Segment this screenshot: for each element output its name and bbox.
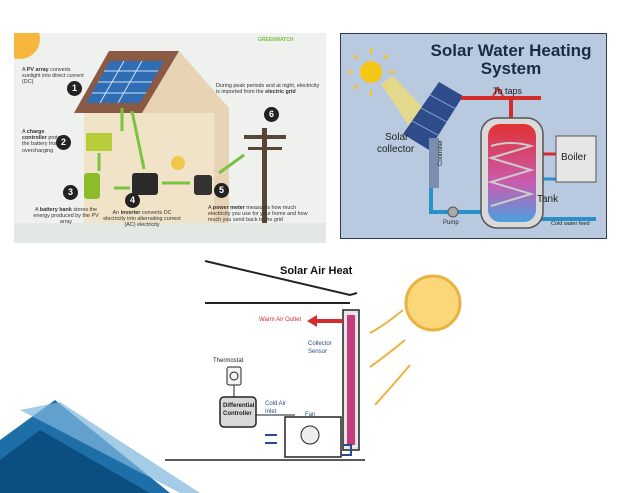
fan-label: Fan [305,412,316,418]
controller-label: Controller [438,139,444,166]
pump-icon [447,206,459,218]
pump-label: Pump [443,220,459,226]
controller-icon [429,138,439,188]
boiler-label: Boiler [561,152,587,163]
step-3-badge: 3 [63,185,78,200]
step-5-text: A power meter measures how much electric… [208,205,308,224]
differential-label: Differential [223,403,255,409]
step-4-text: An inverter converts DC electricity into… [103,210,181,229]
solar-collector-icon [403,82,463,150]
tank-icon [488,124,536,222]
power-meter-icon [194,175,212,195]
collector-label: Collector [308,341,332,347]
sun-icon [14,33,40,59]
duct [284,416,342,458]
light-bulb-icon [171,156,185,170]
heating-coil [487,142,535,207]
sun-icon [360,61,382,83]
fan-icon [300,425,320,445]
charge-controller-icon [86,133,112,151]
step-6-text: During peak periods and at night, electr… [216,83,320,96]
differential-controller-icon [219,396,257,428]
pv-illustration [14,33,326,243]
utility-pole-icon [262,128,267,228]
sensor-label: Sensor [308,349,328,355]
step-1-badge: 1 [67,81,82,96]
step-5-badge: 5 [214,183,229,198]
step-1-text: A PV array converts sunlight into direct… [22,67,84,86]
sah-illustration [165,260,462,461]
roof-line [204,260,358,297]
inverter-icon [132,173,158,195]
step-6-badge: 6 [264,107,279,122]
collector-sensor-icon [347,315,355,445]
swh-illustration [347,48,597,229]
pv-system-diagram: GREENMATCH A PV array converts sunlight … [14,33,326,243]
page-title: Solar Water Heating System [430,41,592,78]
cold-air-label: Cold Air [265,401,287,407]
tank-label: Tank [537,194,559,205]
controller-label: Controller [223,411,252,417]
cold-water-feed-label: Cold water feed [551,221,590,227]
solar-label: Solar [385,132,409,143]
sun-icon [404,274,462,332]
brand-label: GREENMATCH [258,37,294,43]
inlet-label: Inlet [265,409,277,415]
step-2-badge: 2 [56,135,71,150]
solar-water-heating-diagram: Solar Water Heating System To taps Solar… [340,33,607,239]
battery-icon [84,173,100,199]
to-taps-arrow [492,86,504,97]
solar-air-heat-diagram: Solar Air Heat Warm Air Outlet Collector… [165,255,475,475]
sah-title: Solar Air Heat [280,265,353,277]
to-taps-label: To taps [493,86,523,96]
boiler-icon [555,135,597,183]
collector-label: collector [377,144,415,155]
thermostat-label: Thermostat [213,358,244,364]
step-4-badge: 4 [125,193,140,208]
warm-air-outlet-label: Warm Air Outlet [259,317,302,323]
slide-decoration [0,400,200,493]
step-3-text: A battery bank stores the energy produce… [33,207,99,226]
